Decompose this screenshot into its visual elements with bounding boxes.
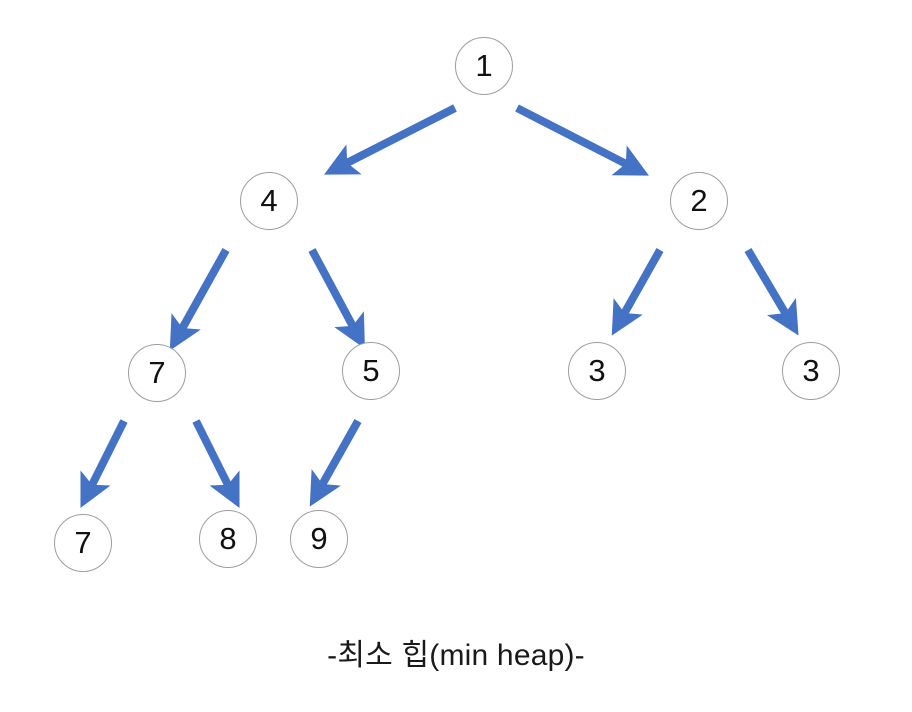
tree-edge-arrow [611, 248, 664, 336]
diagram-caption: -최소 힙(min heap)- [327, 639, 585, 672]
tree-node-label: 3 [802, 352, 820, 388]
tree-node-right-1[interactable]: 2 [670, 172, 728, 230]
tree-edge-arrow [744, 247, 799, 336]
tree-edge-arrow [169, 248, 230, 351]
tree-node-label: 4 [260, 182, 278, 218]
tree-edge-arrow [515, 104, 649, 176]
tree-node-label: 9 [310, 520, 328, 556]
tree-node-label: 7 [74, 524, 92, 560]
tree-node-left-1[interactable]: 4 [240, 172, 298, 230]
tree-edge-arrow [308, 248, 365, 349]
tree-node-right-2a[interactable]: 3 [568, 342, 626, 400]
tree-node-label: 3 [588, 352, 606, 388]
tree-node-left-2b[interactable]: 5 [342, 342, 400, 400]
tree-node-right-2b[interactable]: 3 [782, 342, 840, 400]
tree-node-label: 7 [148, 354, 166, 390]
tree-edge-arrow [80, 419, 128, 509]
tree-node-left-2a[interactable]: 7 [128, 344, 186, 402]
tree-edge-arrow [192, 419, 240, 509]
tree-node-label: 1 [475, 47, 493, 83]
tree-node-label: 2 [690, 182, 708, 218]
tree-node-leaf-a[interactable]: 7 [54, 514, 112, 572]
tree-edge-arrow [309, 419, 362, 507]
tree-node-leaf-b[interactable]: 8 [199, 510, 257, 568]
tree-node-label: 5 [362, 352, 380, 388]
tree-node-leaf-c[interactable]: 9 [290, 510, 348, 568]
tree-node-root[interactable]: 1 [455, 37, 513, 95]
tree-edge-arrow [324, 104, 457, 175]
tree-node-label: 8 [219, 520, 237, 556]
